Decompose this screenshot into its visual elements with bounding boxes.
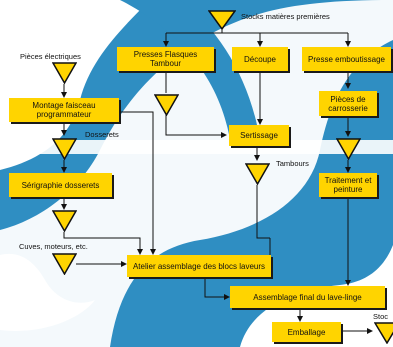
process-decoupe: Découpe	[232, 47, 288, 71]
stock-triangle-final	[374, 322, 393, 344]
label-tambours: Tambours	[276, 159, 309, 168]
label-stocks-final: Stoc	[373, 312, 389, 321]
process-presses-flasques: Presses Flasques Tambour	[117, 47, 214, 71]
process-assemblage-final: Assemblage final du lave-linge	[230, 286, 385, 308]
label-stocks-matieres: Stocks matières premières	[241, 12, 330, 21]
connector-line	[120, 111, 156, 255]
connector-line	[63, 232, 143, 255]
background-curve	[0, 253, 95, 331]
label-dosserets: Dosserets	[85, 130, 119, 139]
stock-triangle-flasques	[154, 94, 179, 116]
stock-triangle-tambours	[245, 163, 270, 185]
process-serigraphie: Sérigraphie dosserets	[9, 173, 112, 197]
process-presse-emboutissage: Presse emboutissage	[302, 47, 391, 71]
connector-line	[256, 185, 270, 239]
stock-triangle-matieres	[208, 10, 236, 30]
stock-triangle-cuves	[52, 253, 77, 275]
stock-triangle-dosserets	[52, 138, 77, 160]
connector-line	[204, 276, 230, 300]
process-pieces-carrosserie: Pièces de carrosserie	[319, 91, 377, 116]
label-cuves: Cuves, moteurs, etc.	[19, 242, 88, 251]
process-montage-faisceau: Montage faisceau programmateur	[9, 98, 119, 122]
connector-line	[165, 115, 227, 138]
process-traitement: Traitement et peinture	[319, 173, 377, 197]
stock-triangle-pieces-electriques	[52, 62, 77, 84]
background-band	[0, 140, 393, 154]
label-pieces-electriques: Pièces électriques	[20, 52, 81, 61]
process-atelier-assemblage: Atelier assemblage des blocs laveurs	[127, 255, 271, 277]
stock-triangle-carrosserie	[336, 138, 361, 160]
background-curve	[0, 0, 150, 170]
stock-triangle-serigraphie	[52, 210, 77, 232]
background-curve	[120, 0, 260, 140]
process-sertissage: Sertissage	[229, 125, 289, 146]
process-emballage: Emballage	[272, 322, 341, 342]
